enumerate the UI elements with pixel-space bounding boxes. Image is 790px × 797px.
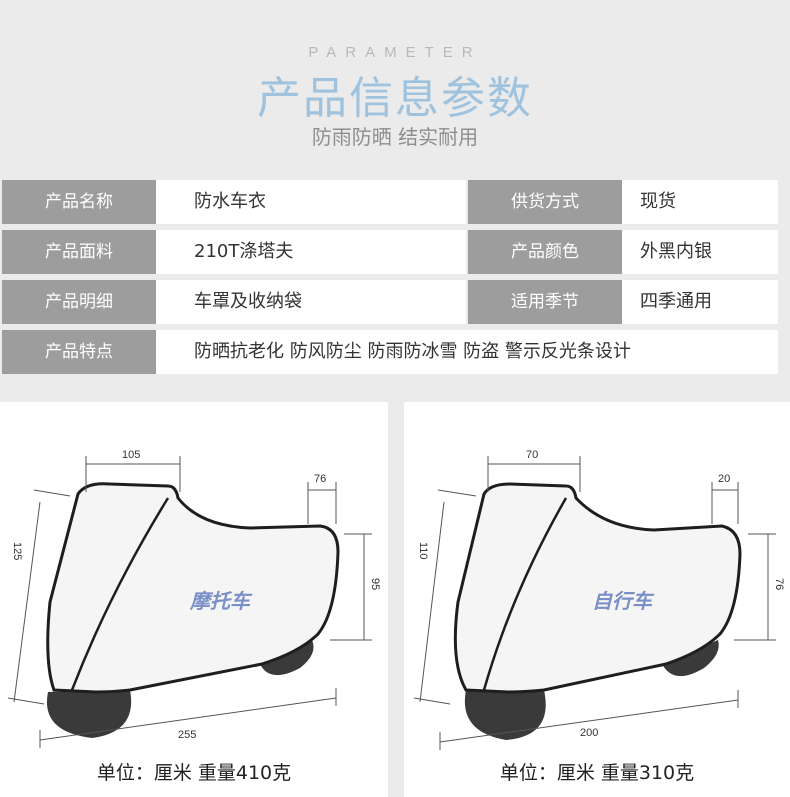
dim-height: 125 <box>11 542 23 560</box>
dimension-lines <box>7 456 372 748</box>
value-product-name: 防水车衣 <box>194 191 266 212</box>
bicycle-cover-diagram: 70 20 110 76 200 自行车 <box>413 449 785 750</box>
motorcycle-cover-diagram: 105 76 125 95 255 摩托车 <box>7 449 381 748</box>
dim-rear-height: 95 <box>369 578 381 590</box>
table-row: 产品名称 防水车衣 供货方式 现货 <box>2 180 778 224</box>
table-row: 产品特点 防晒抗老化 防风防尘 防雨防冰雪 防盗 警示反光条设计 <box>2 330 778 374</box>
dim-height: 110 <box>417 542 429 560</box>
label-supply-mode: 供货方式 <box>468 180 622 224</box>
bicycle-panel: 70 20 110 76 200 自行车 单位：厘米 重量310克 <box>404 402 790 797</box>
page-subtitle: 防雨防晒 结实耐用 <box>311 125 479 149</box>
vehicle-name: 摩托车 <box>189 589 253 613</box>
seam-line <box>70 497 170 691</box>
value-features: 防晒抗老化 防风防尘 防雨防冰雪 防盗 警示反光条设计 <box>194 341 631 362</box>
dim-length: 255 <box>178 729 196 741</box>
motorcycle-panel: 105 76 125 95 255 摩托车 单位：厘米 重量410克 <box>0 402 388 797</box>
table-row: 产品明细 车罩及收纳袋 适用季节 四季通用 <box>2 280 778 324</box>
vehicle-name: 自行车 <box>592 589 655 613</box>
label-features: 产品特点 <box>2 330 156 374</box>
front-wheel <box>464 690 546 740</box>
label-season: 适用季节 <box>468 280 622 324</box>
dim-tail: 76 <box>314 473 326 485</box>
cover-shape <box>453 482 742 694</box>
front-wheel <box>46 690 132 738</box>
dim-rear-height: 76 <box>773 578 785 590</box>
header: PARAMETER 产品信息参数 防雨防晒 结实耐用 <box>0 0 790 178</box>
value-details: 车罩及收纳袋 <box>194 291 302 312</box>
label-fabric: 产品面料 <box>2 230 156 274</box>
seam-line <box>482 497 568 691</box>
value-season: 四季通用 <box>640 291 712 312</box>
label-color: 产品颜色 <box>468 230 622 274</box>
bicycle-caption: 单位：厘米 重量310克 <box>499 762 695 784</box>
value-fabric: 210T涤塔夫 <box>194 241 294 262</box>
motorcycle-caption: 单位：厘米 重量410克 <box>96 762 292 784</box>
dim-top: 70 <box>526 449 538 461</box>
rear-wheel <box>662 640 719 677</box>
dim-length: 200 <box>580 727 598 739</box>
page-title: 产品信息参数 <box>257 73 533 124</box>
english-heading: PARAMETER <box>308 44 482 61</box>
label-product-name: 产品名称 <box>2 180 156 224</box>
value-supply-mode: 现货 <box>640 191 676 212</box>
dimension-lines <box>413 456 776 750</box>
value-color: 外黑内银 <box>640 241 712 262</box>
dim-tail: 20 <box>718 473 730 485</box>
table-row: 产品面料 210T涤塔夫 产品颜色 外黑内银 <box>2 230 778 274</box>
label-details: 产品明细 <box>2 280 156 324</box>
cover-shape <box>46 482 340 694</box>
dim-top: 105 <box>122 449 140 461</box>
